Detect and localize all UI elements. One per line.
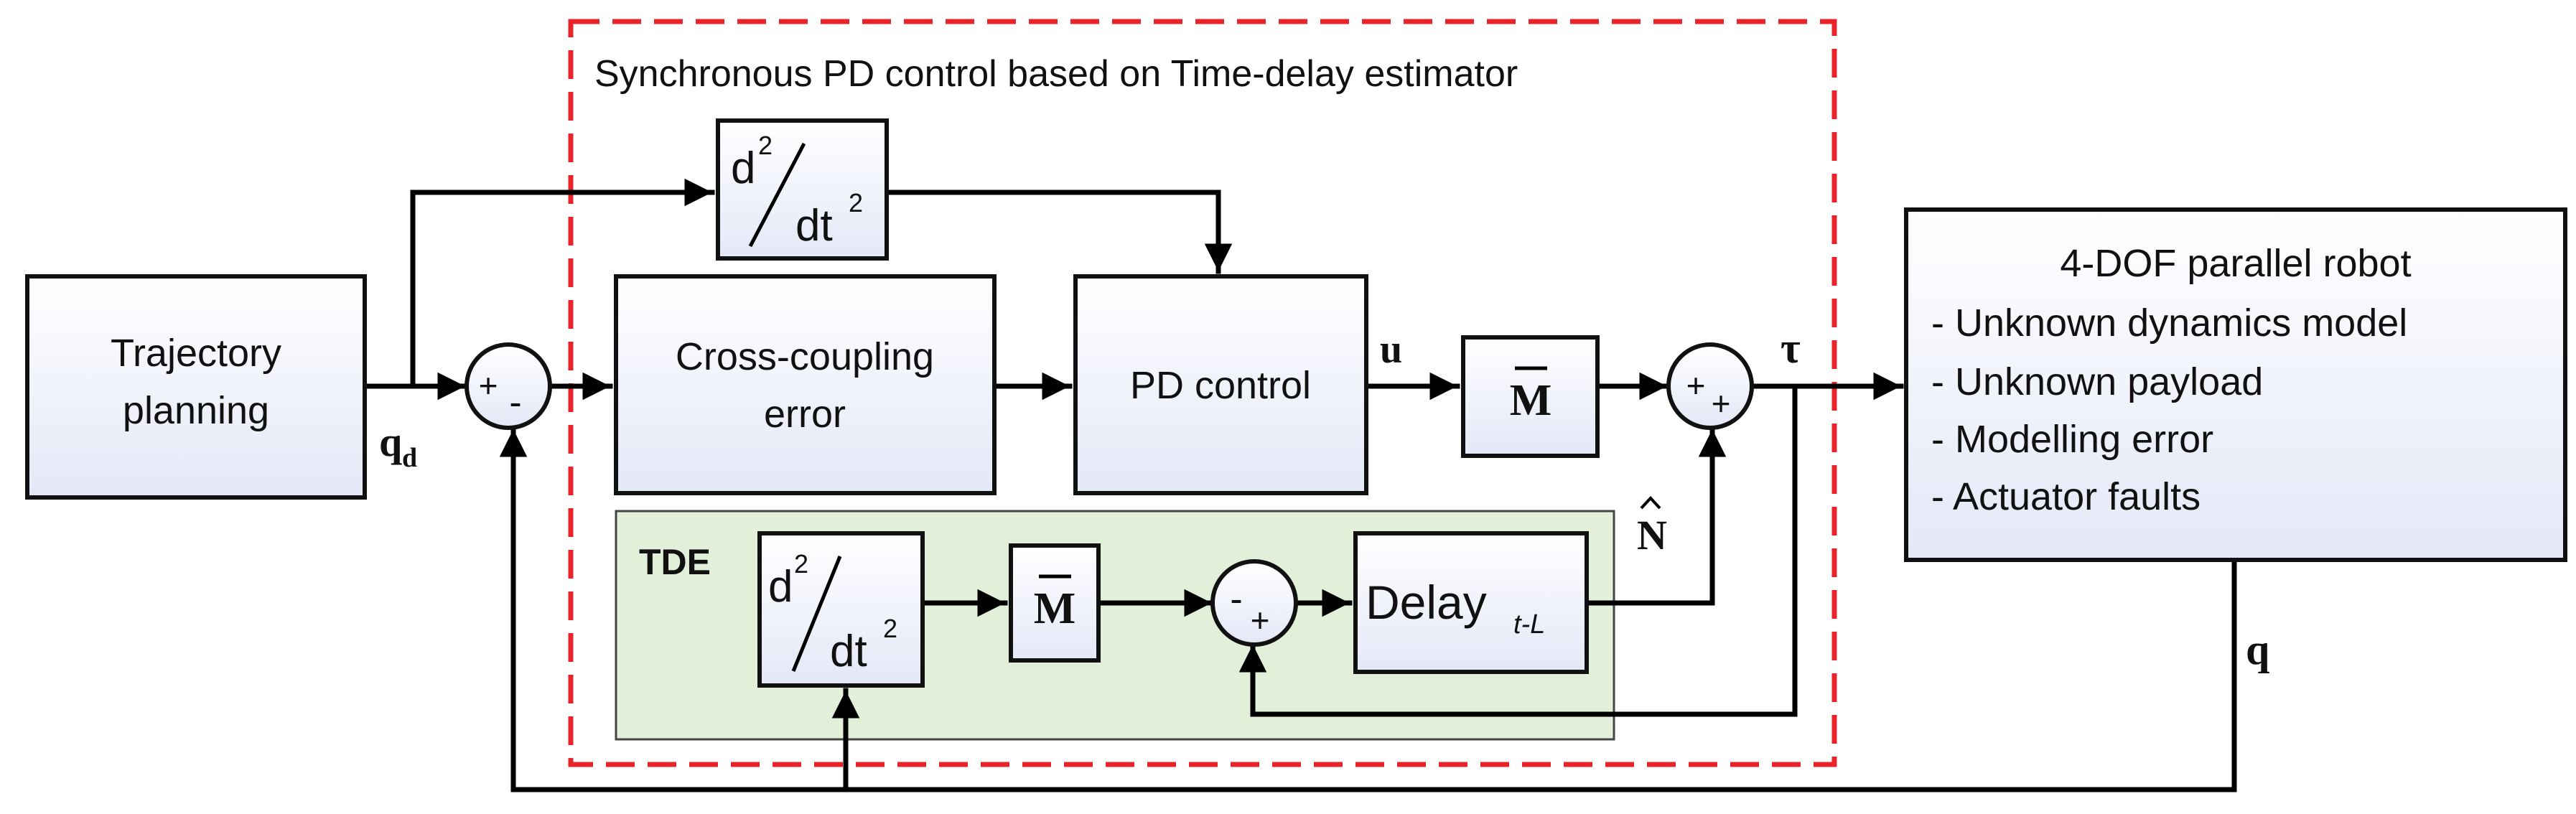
inertia-matrix-block-tde: M <box>1009 543 1101 663</box>
qd-subscript: d <box>402 443 417 473</box>
pd-control-block: PD control <box>1073 274 1368 495</box>
derivative-block-reference: d 2 dt 2 <box>716 118 889 261</box>
deriv-top-den: dt <box>795 201 833 251</box>
sum2-plus-sign-bottom: + <box>1712 385 1731 422</box>
tde-label: TDE <box>639 542 711 582</box>
derivative-block-tde: d 2 dt 2 <box>757 531 925 688</box>
signal-wires <box>362 178 2237 792</box>
robot-title: 4-DOF parallel robot <box>2060 242 2411 285</box>
deriv-top-den-exp: 2 <box>849 188 863 217</box>
deriv-tde-den: dt <box>830 627 867 676</box>
robot-item-payload: - Unknown payload <box>1931 360 2263 403</box>
signal-tau-label: τ <box>1781 324 1801 372</box>
deriv-top-num-exp: 2 <box>758 131 773 160</box>
signal-nhat-label: N <box>1637 496 1667 558</box>
delay-subscript: t-L <box>1513 609 1545 640</box>
deriv-tde-num-exp: 2 <box>794 549 808 579</box>
deriv-top-num: d <box>731 144 755 193</box>
deriv-tde-num: d <box>768 562 793 612</box>
nhat-letter: N <box>1637 512 1667 558</box>
sum1-minus-sign: - <box>509 382 521 424</box>
inertia-matrix-tde-label: M <box>1034 584 1076 633</box>
summing-junction-feedback: + - <box>465 342 552 430</box>
signal-qd-label: q d <box>379 418 417 473</box>
sum3-minus-sign: - <box>1230 579 1242 620</box>
cross-coupling-error-block: Cross-coupling error <box>614 274 997 495</box>
summing-junction-torque: + + <box>1666 342 1754 430</box>
sum1-plus-sign: + <box>479 367 498 404</box>
controller-region <box>568 19 1837 767</box>
signal-u-label: u <box>1380 327 1402 372</box>
controller-title: Synchronous PD control based on Time-del… <box>594 53 1518 95</box>
robot-item-dynamics: - Unknown dynamics model <box>1931 301 2407 345</box>
qd-main: q <box>379 418 402 465</box>
summing-junction-tde: - + <box>1210 559 1298 647</box>
robot-item-modelling: - Modelling error <box>1931 418 2213 461</box>
deriv-tde-den-exp: 2 <box>883 614 897 643</box>
trajectory-planning-block: Trajectory planning <box>25 274 367 500</box>
delay-block: Delay t-L <box>1353 531 1589 674</box>
delay-label: Delay <box>1366 576 1487 629</box>
trajectory-label-line2: planning <box>123 389 269 432</box>
sum3-plus-sign: + <box>1251 602 1270 639</box>
sum2-plus-sign-left: + <box>1686 367 1706 404</box>
signal-q-label: q <box>2246 626 2269 673</box>
parallel-robot-block: 4-DOF parallel robot - Unknown dynamics … <box>1904 207 2567 562</box>
pd-control-label: PD control <box>1130 364 1311 407</box>
inertia-matrix-label: M <box>1510 376 1552 425</box>
cross-coupling-line2: error <box>764 393 846 436</box>
trajectory-label-line1: Trajectory <box>111 332 281 375</box>
cross-coupling-line1: Cross-coupling <box>676 335 934 378</box>
inertia-matrix-block: M <box>1461 335 1600 458</box>
robot-item-actuator: - Actuator faults <box>1931 475 2201 518</box>
